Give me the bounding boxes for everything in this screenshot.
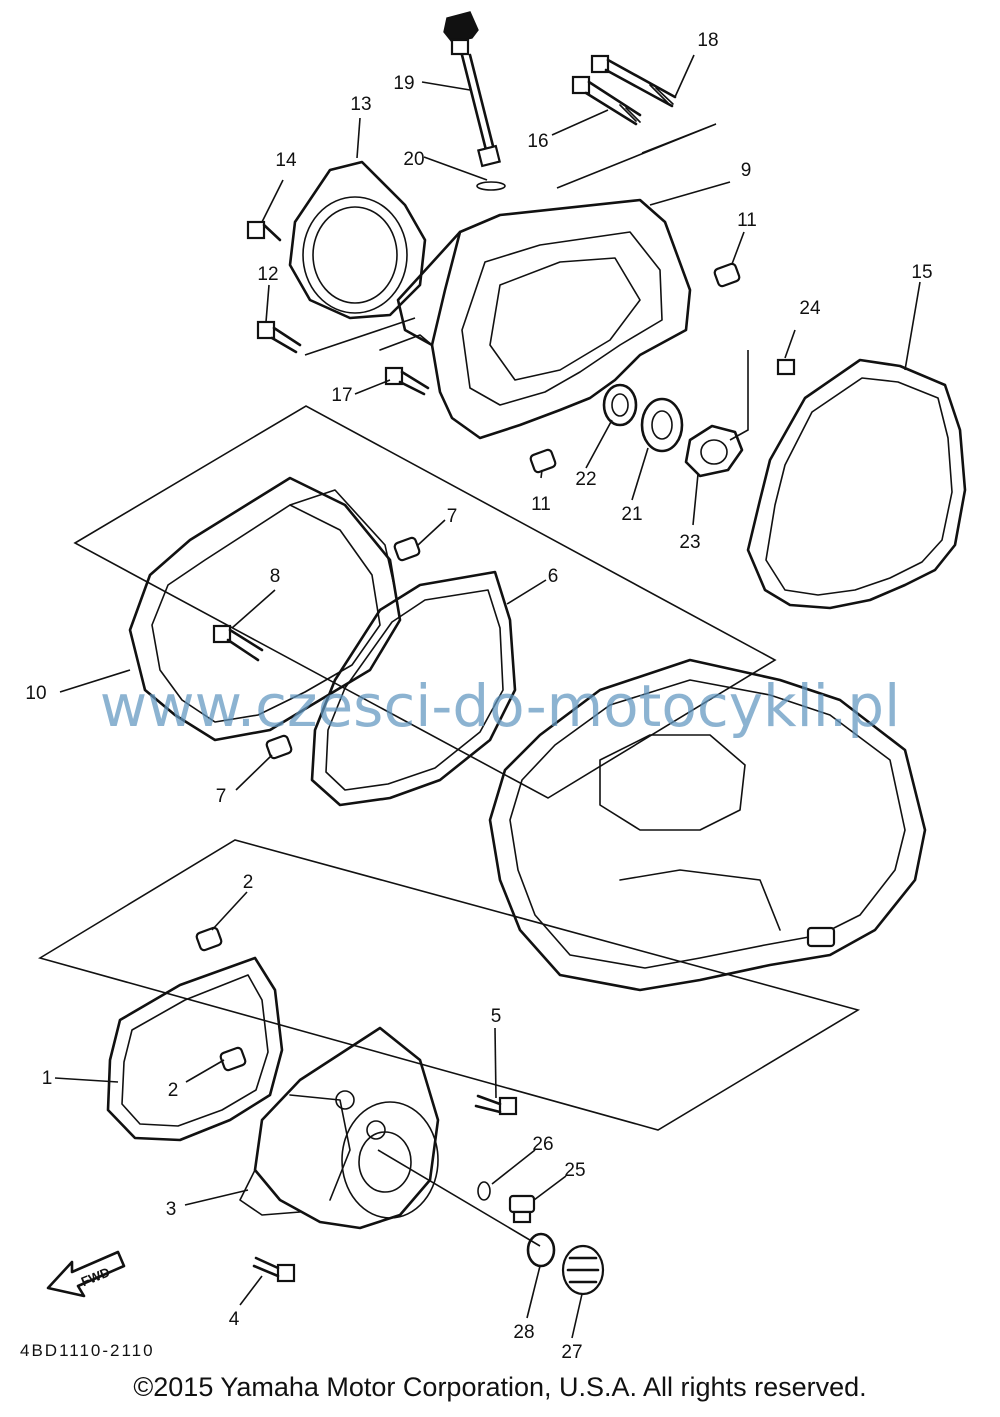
cover-plate: [288, 160, 427, 320]
diagram-code: 4BD1110-2110: [20, 1341, 155, 1360]
generator-cover: [239, 1026, 440, 1230]
callout-22: 22: [575, 469, 596, 490]
dowel-pin: [219, 1046, 247, 1072]
assembly-plane-lines: [38, 123, 861, 1131]
o-ring: [526, 1232, 556, 1268]
bolt-short: [256, 320, 302, 354]
watermark: www.czesci-do-motocykli.pl: [100, 672, 901, 740]
callout-1: 1: [42, 1068, 53, 1089]
callout-15: 15: [911, 262, 932, 283]
cover-gasket: [746, 358, 967, 610]
callout-14: 14: [275, 150, 297, 171]
callout-27: 27: [561, 1342, 582, 1363]
bolt-tiny: [776, 358, 796, 376]
bolt-short: [384, 366, 430, 396]
bolt-short: [246, 220, 282, 242]
forward-arrow-icon: FWD: [46, 1250, 126, 1298]
dowel-pin: [713, 262, 741, 288]
callout-2: 2: [243, 872, 254, 893]
bolt-medium: [212, 624, 264, 662]
callout-11: 11: [531, 494, 551, 515]
callout-7: 7: [447, 506, 458, 527]
plug: [508, 1194, 536, 1224]
callout-6: 6: [548, 566, 559, 587]
crankcase-block: [488, 658, 927, 992]
callout-17: 17: [331, 385, 352, 406]
crankcase-cover-right: [379, 198, 692, 440]
copyright-notice: ©2015 Yamaha Motor Corporation, U.S.A. A…: [133, 1372, 867, 1402]
callout-19: 19: [393, 73, 414, 94]
callout-18: 18: [697, 30, 718, 51]
bolt-medium: [571, 75, 642, 126]
oil-seal: [602, 383, 638, 427]
callout-3: 3: [166, 1199, 177, 1220]
generator-cover-gasket: [106, 956, 284, 1142]
leader-lines: [54, 54, 921, 1339]
callout-28: 28: [513, 1322, 534, 1343]
cap: [561, 1244, 605, 1296]
callout-8: 8: [270, 566, 281, 587]
callout-11: 11: [737, 210, 757, 231]
callout-26: 26: [532, 1134, 553, 1155]
callout-20: 20: [403, 149, 424, 170]
dowel-pin: [265, 734, 293, 760]
dipstick: [443, 11, 502, 168]
dowel-pin: [393, 536, 421, 562]
callout-9: 9: [741, 160, 752, 181]
clutch-cover: [128, 476, 402, 742]
callout-4: 4: [229, 1309, 240, 1330]
callout-5: 5: [491, 1006, 502, 1027]
callout-2: 2: [168, 1080, 179, 1101]
dowel-pin: [529, 448, 557, 474]
bolt-short: [252, 1256, 296, 1283]
callout-21: 21: [621, 504, 642, 525]
small-gasket: [684, 424, 744, 478]
callout-labels: 1 2 2 3 4 5 6 7 7 8 9 10 11 11 12 13 14 …: [25, 30, 932, 1363]
callout-23: 23: [679, 532, 700, 553]
callout-12: 12: [257, 264, 278, 285]
callout-16: 16: [527, 131, 548, 152]
callout-25: 25: [564, 1160, 585, 1181]
callout-13: 13: [350, 94, 371, 115]
o-ring: [477, 1181, 491, 1201]
bearing: [640, 397, 684, 453]
callout-10: 10: [25, 683, 46, 704]
o-ring: [476, 181, 506, 191]
dowel-pin: [195, 926, 223, 952]
callout-7: 7: [216, 786, 227, 807]
bolt-long: [590, 54, 677, 108]
callout-24: 24: [799, 298, 821, 319]
clutch-cover-gasket: [310, 570, 517, 807]
bolt-medium: [474, 1094, 518, 1116]
